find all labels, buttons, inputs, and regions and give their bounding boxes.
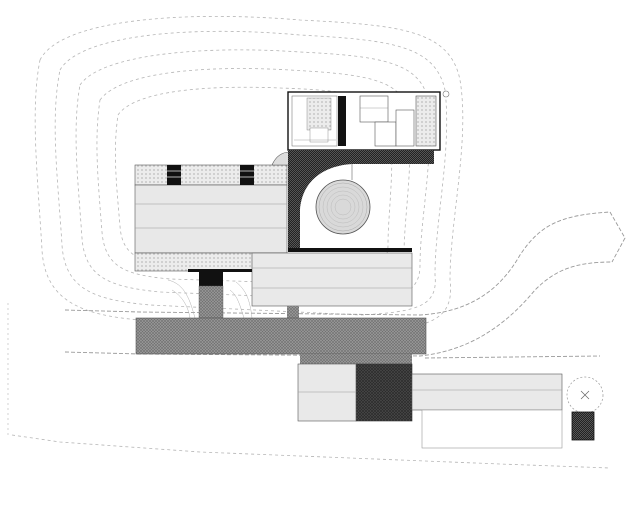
plaza-dark-court (355, 363, 413, 422)
main-plaza (135, 317, 427, 422)
east-terrace (421, 409, 563, 449)
block-roof (134, 184, 288, 254)
entrance-black-block (199, 272, 223, 286)
pavilion-room-c (395, 109, 415, 147)
terrain-contours (11, 15, 611, 469)
block-hatched-top (134, 164, 288, 186)
entrance-connector (167, 269, 299, 319)
pavilion-marker (442, 90, 450, 98)
pavilion-room-a (359, 95, 389, 123)
entrance-lintel (188, 269, 252, 272)
road-lower-edge (64, 261, 613, 357)
dark-wing-curve (288, 150, 352, 250)
road-east-spur (424, 355, 601, 359)
skylight-left (167, 165, 181, 185)
middle-block (251, 252, 413, 307)
road-end-cap (609, 211, 626, 263)
contour-line (96, 68, 411, 286)
pavilion-black-column (338, 96, 346, 146)
sw-roof (297, 363, 357, 422)
connector-stair (198, 285, 224, 319)
access-roads (64, 211, 626, 359)
upper-left-block (134, 151, 291, 272)
kiosk-black (571, 411, 595, 441)
connector-small (287, 306, 299, 318)
east-roof (411, 373, 563, 411)
upper-pavilion (287, 90, 450, 151)
plaza-south-stem (300, 354, 412, 364)
contour-line (114, 86, 393, 271)
east-block (411, 373, 563, 449)
plaza-west (135, 317, 427, 355)
pavilion-hatched-room (415, 95, 437, 147)
circular-courtyard (315, 164, 371, 235)
contour-line (75, 49, 430, 301)
gazebo (566, 376, 604, 441)
courtyard-ring (315, 179, 371, 235)
dark-wing-bottom-edge (288, 248, 412, 252)
dark-wing (288, 150, 434, 252)
south-west-block (297, 363, 357, 422)
skylight-right (240, 165, 254, 185)
contour-line (54, 30, 448, 316)
corner-curve (271, 151, 291, 166)
middle-roof (251, 252, 413, 307)
pavilion-room-b (374, 121, 397, 147)
contour-line (34, 15, 464, 331)
